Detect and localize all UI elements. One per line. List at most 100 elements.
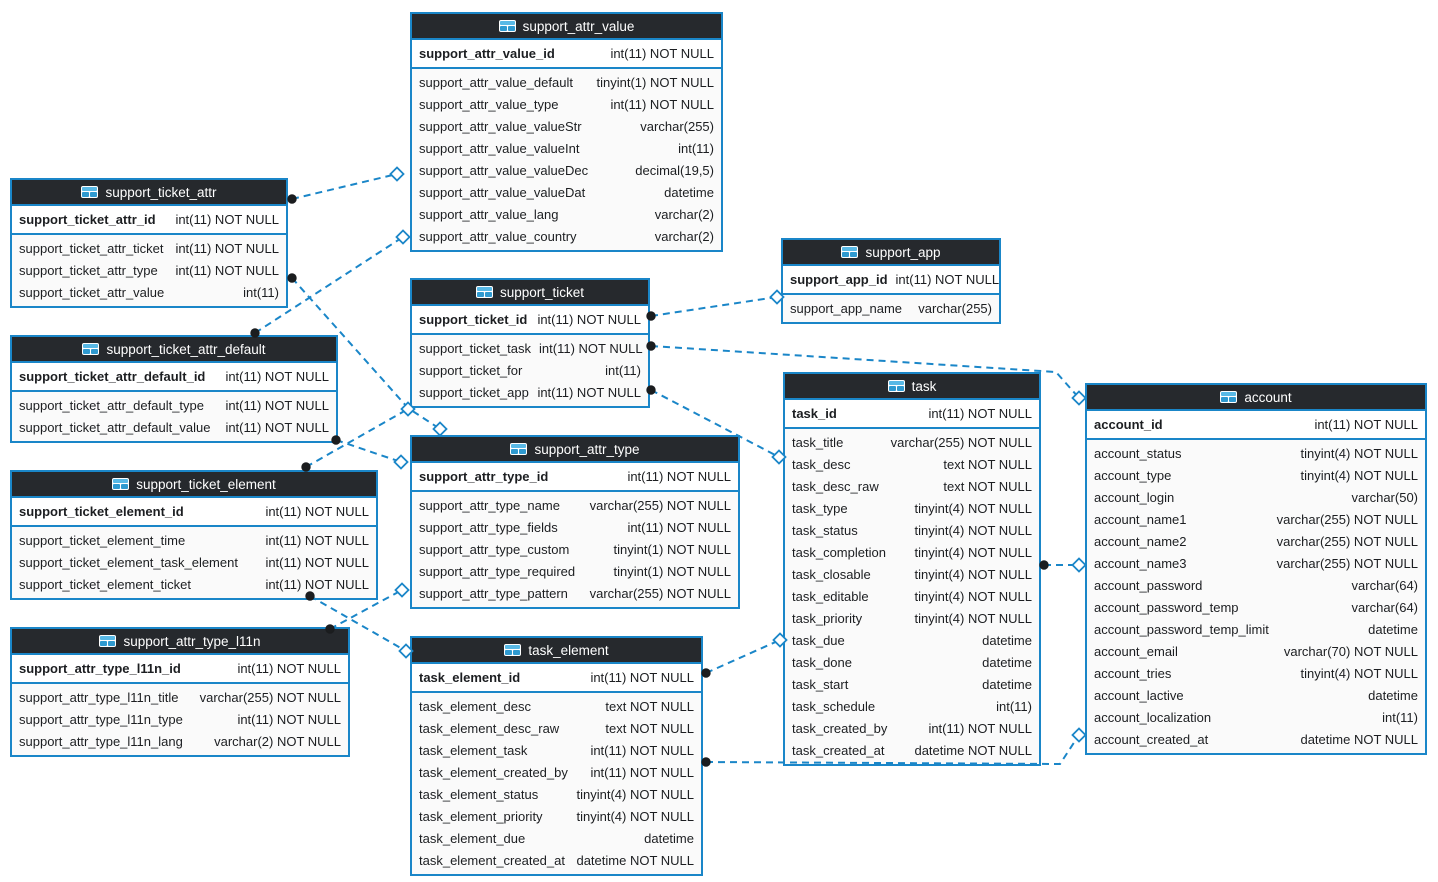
table-header[interactable]: support_attr_value: [412, 14, 721, 40]
relationship-line-support_ticket_element-to-support_ticket[interactable]: [305, 408, 409, 468]
table-header[interactable]: support_ticket_element: [12, 472, 376, 498]
table-header[interactable]: support_ticket_attr_default: [12, 337, 336, 363]
table-header[interactable]: task_element: [412, 638, 701, 664]
table-header[interactable]: support_attr_type_l11n: [12, 629, 348, 655]
relationship-line-task_element-to-account[interactable]: [705, 734, 1080, 766]
relationship-line-support_ticket_attr_default-to-support_attr_type[interactable]: [335, 439, 402, 463]
table-header[interactable]: support_ticket_attr: [12, 180, 286, 206]
relationship-line-support_attr_type_l11n-to-support_attr_type[interactable]: [329, 589, 403, 630]
relationship-line-support_ticket-to-account[interactable]: [650, 345, 1080, 399]
relationship-line-support_ticket-to-support_app[interactable]: [650, 296, 778, 317]
relationship-line-support_ticket_element-to-task_element[interactable]: [309, 595, 407, 652]
table-header[interactable]: support_attr_type: [412, 437, 738, 463]
relationship-line-task_element-to-task[interactable]: [705, 639, 781, 674]
relationship-line-support_ticket-to-task[interactable]: [650, 389, 780, 458]
table-header[interactable]: account: [1087, 385, 1425, 411]
table-header[interactable]: support_ticket: [412, 280, 648, 306]
relationship-line-support_ticket_attr_default-to-support_attr_value[interactable]: [254, 236, 404, 334]
relationship-line-support_ticket_attr-to-support_attr_value[interactable]: [291, 173, 398, 200]
table-support_ticket_attr_default[interactable]: support_ticket_attr_default support_ticke…: [10, 335, 338, 443]
